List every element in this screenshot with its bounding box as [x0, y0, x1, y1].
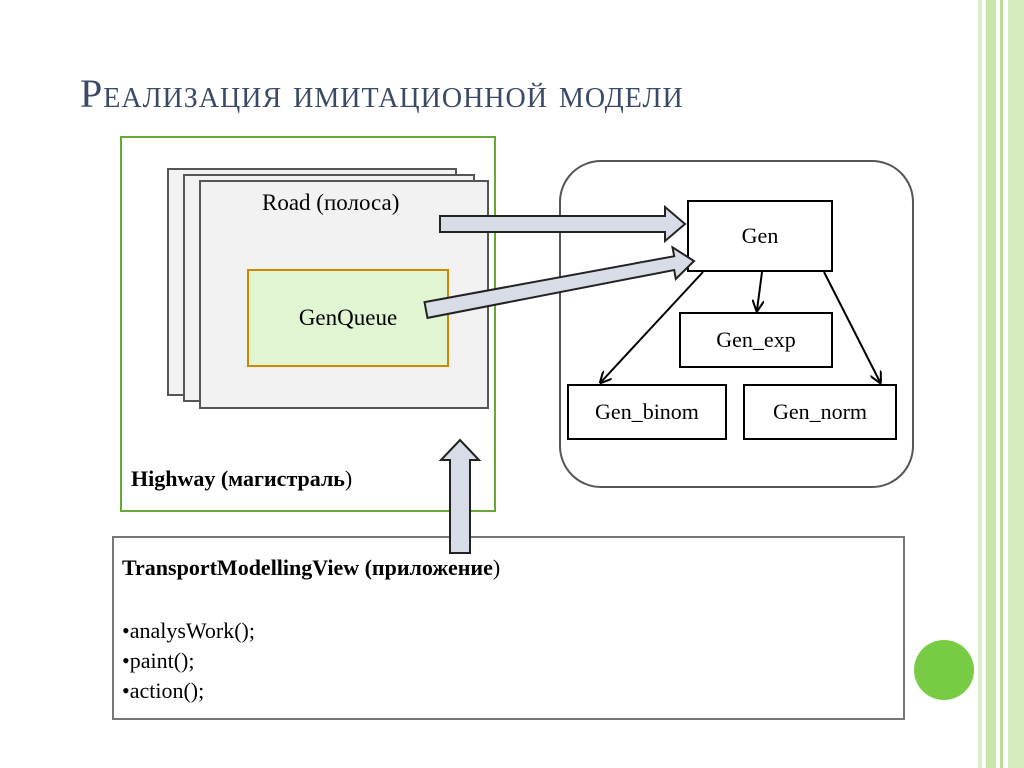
gen-exp-box: Gen_exp — [679, 312, 833, 368]
app-title-bold: TransportModellingView (приложение — [122, 555, 493, 580]
gen-norm-box: Gen_norm — [743, 384, 897, 440]
app-method-item: •paint(); — [122, 648, 195, 673]
app-method-item: •analysWork(); — [122, 618, 255, 643]
highway-label-paren: ) — [344, 466, 353, 491]
decor-stripe-3 — [1000, 0, 1003, 768]
decor-circle — [914, 640, 974, 700]
gen-to-binom-arrow — [601, 271, 704, 382]
genqueue-box: GenQueue — [247, 269, 449, 367]
gen-to-exp-arrow — [757, 271, 762, 310]
app-to-highway-arrow — [438, 438, 482, 554]
gen-to-norm-arrow — [823, 271, 880, 382]
road-label: Road (полоса) — [262, 190, 400, 215]
application-box — [112, 536, 905, 720]
gen-exp-label: Gen_exp — [716, 327, 796, 352]
genqueue-to-gen-arrow — [423, 245, 696, 320]
gen-norm-label: Gen_norm — [772, 399, 868, 424]
gen-label: Gen — [741, 223, 779, 248]
decor-stripe-2 — [986, 0, 996, 768]
gen-box: Gen — [687, 200, 833, 272]
decor-stripe-4 — [1008, 0, 1024, 768]
slide-title: Реализация имитационной модели — [80, 71, 684, 116]
road-to-gen-arrow — [439, 204, 687, 244]
gen-binom-label: Gen_binom — [595, 399, 699, 424]
genqueue-label: GenQueue — [298, 305, 398, 330]
app-title-paren: ) — [492, 555, 501, 580]
app-method-item: •action(); — [122, 678, 205, 703]
app-title: TransportModellingView (приложение) — [122, 555, 500, 581]
decor-stripe-1 — [978, 0, 982, 768]
highway-label: Highway (магистраль) — [131, 466, 352, 492]
highway-label-bold: Highway (магистраль — [131, 466, 345, 491]
gen-binom-box: Gen_binom — [567, 384, 727, 440]
